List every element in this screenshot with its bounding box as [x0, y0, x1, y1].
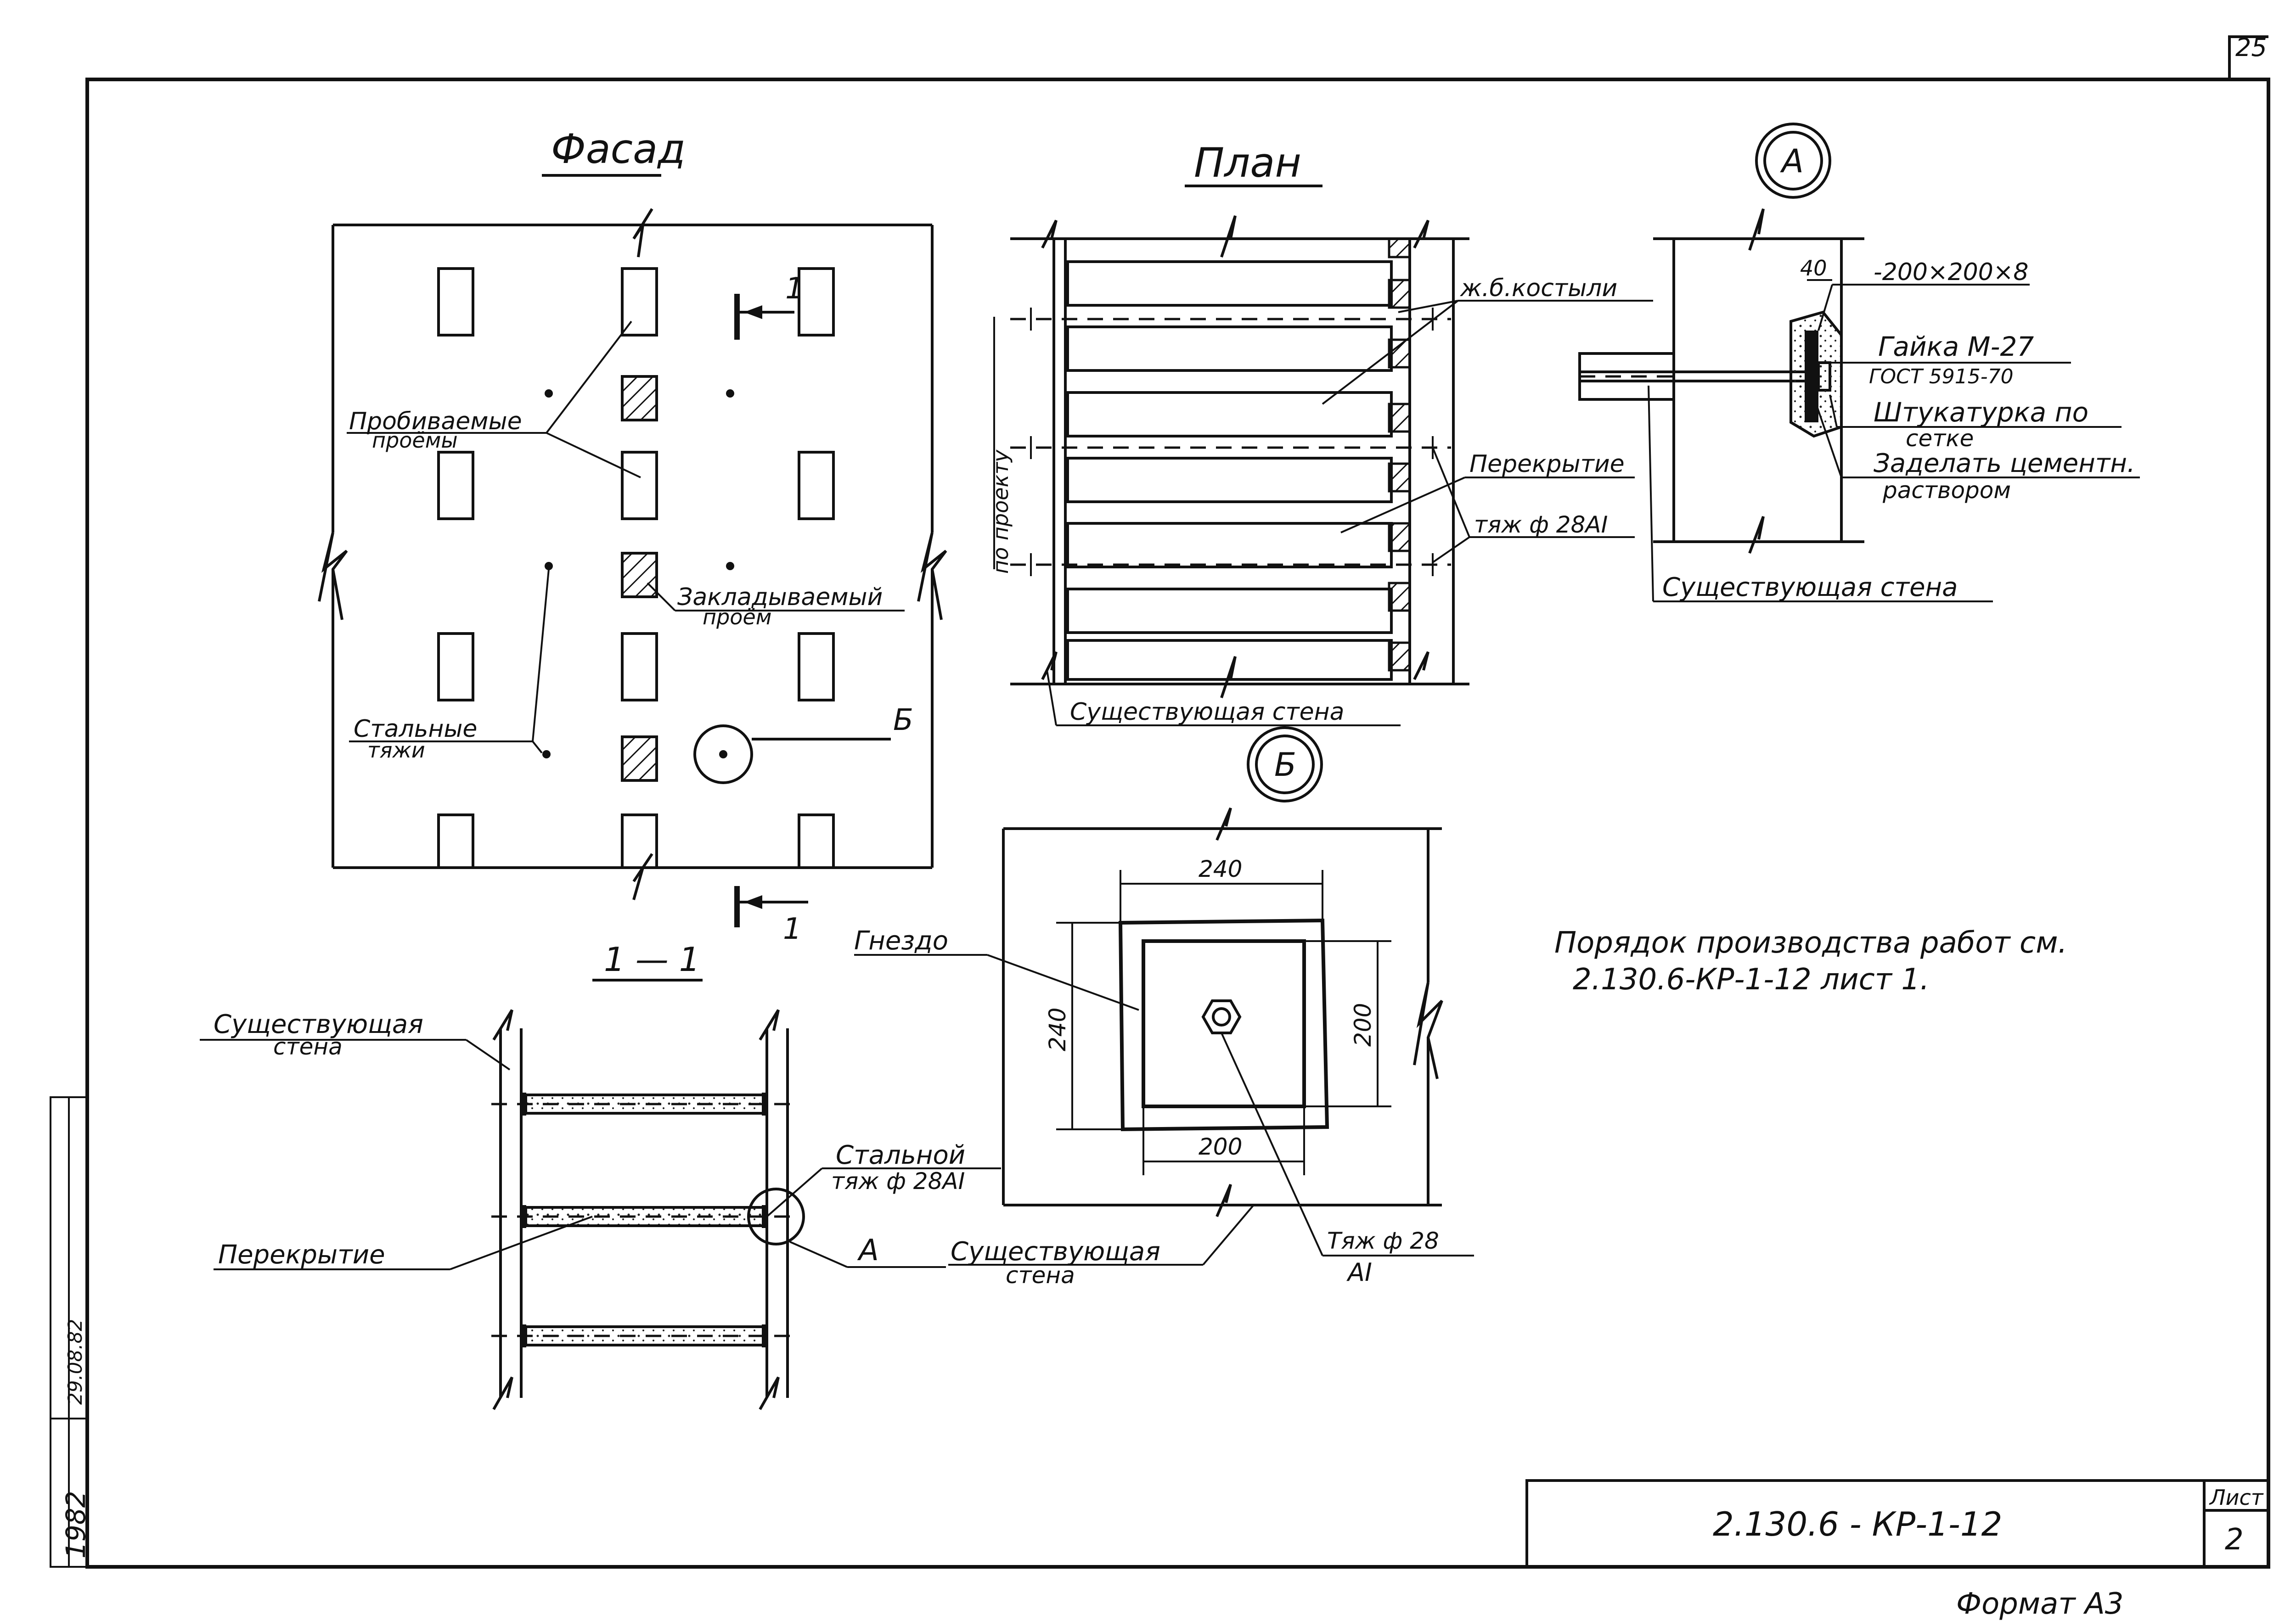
- label-seal: Заделать цементн.: [1874, 449, 2135, 478]
- label-detail-a-wall: Существующая стена: [1662, 572, 1958, 602]
- label-plaster-2: сетке: [1906, 425, 1974, 452]
- section-mark-top: 1: [734, 272, 804, 340]
- label-section-wall: Существующая: [214, 1010, 423, 1039]
- note-line-2: 2.130.6-КР-1-12 лист 1.: [1573, 963, 1929, 997]
- label-filled-opening-2: проём: [703, 605, 771, 629]
- facade-title: Фасад: [551, 125, 686, 173]
- label-steel-rods-2: тяжи: [367, 738, 425, 763]
- window: [798, 451, 835, 520]
- svg-text:1: 1: [783, 912, 802, 946]
- label-steel-rods: Стальные: [354, 715, 477, 743]
- drawing-code: 2.130.6 - КР-1-12: [1713, 1505, 2003, 1543]
- label-section-wall-2: стена: [273, 1033, 343, 1060]
- window: [798, 632, 835, 701]
- label-seal-2: раствором: [1882, 477, 2011, 504]
- window: [798, 813, 835, 869]
- general-note: Порядок производства работ см. 2.130.6-К…: [1554, 926, 2067, 997]
- label-nut: Гайка М-27: [1878, 331, 2034, 362]
- margin-note: 29.08.82: [64, 1319, 86, 1405]
- section-callout-a: А: [857, 1234, 879, 1268]
- section-floors: [491, 1093, 797, 1347]
- punched-opening: [621, 813, 658, 869]
- label-plan-wall: Существующая стена: [1070, 698, 1345, 726]
- section-title: 1 — 1: [604, 940, 700, 979]
- steel-rod-dot: [726, 562, 734, 570]
- window: [798, 267, 835, 337]
- facade-leaders: [347, 320, 905, 754]
- label-punched-openings: Пробиваемые: [349, 408, 522, 435]
- detail-a-marker: А: [1780, 142, 1804, 180]
- filled-opening: [621, 552, 658, 598]
- section-mark-bottom: 1: [734, 886, 808, 946]
- label-rod-b: Тяж ф 28: [1327, 1228, 1439, 1254]
- steel-rod-dot: [545, 389, 553, 398]
- plan-view: План: [988, 139, 1653, 726]
- svg-text:1: 1: [785, 272, 804, 306]
- callout-b-circle: [693, 724, 753, 784]
- dim-40: 40: [1800, 256, 1827, 280]
- dim-left-240: 240: [1044, 1008, 1071, 1051]
- label-nut-gost: ГОСТ 5915-70: [1869, 365, 2014, 388]
- label-section-rod-2: тяж ф 28АI: [831, 1168, 965, 1195]
- steel-rod-dot: [545, 562, 553, 570]
- label-socket: Гнездо: [854, 926, 948, 956]
- detail-a: А 40 -200×200×8 Гайка М-27 ГОСТ 5915-70 …: [1578, 123, 2140, 602]
- dim-top-240: 240: [1199, 856, 1242, 882]
- plan-brackets: [1388, 237, 1411, 672]
- label-filled-opening: Закладываемый: [677, 583, 883, 611]
- steel-rod-dot: [542, 750, 551, 758]
- page-number-corner: 25: [2235, 33, 2267, 62]
- window: [437, 267, 474, 337]
- window: [437, 632, 474, 701]
- label-section-floor: Перекрытие: [218, 1240, 385, 1270]
- punched-opening: [621, 632, 658, 701]
- plan-slabs: [1066, 260, 1393, 681]
- label-plaster: Штукатурка по: [1874, 397, 2088, 428]
- window: [437, 451, 474, 520]
- dim-right-200: 200: [1350, 1003, 1376, 1047]
- section-1-1: 1 — 1 А: [200, 940, 1001, 1410]
- steel-rod-dot: [726, 389, 734, 398]
- label-rod-b-2: АI: [1346, 1258, 1372, 1287]
- punched-opening: [621, 267, 658, 337]
- plan-tie-rods: [1010, 308, 1451, 576]
- list-label: Лист: [2209, 1485, 2264, 1510]
- label-plan-rod: тяж ф 28АI: [1474, 511, 1608, 538]
- label-punched-openings-2: проёмы: [372, 428, 458, 453]
- label-rc-brackets: ж.б.костыли: [1460, 275, 1617, 302]
- left-margin-strip: 1982 29.08.82: [50, 1096, 91, 1568]
- margin-year: 1982: [60, 1491, 91, 1559]
- label-plan-floor: Перекрытие: [1469, 450, 1625, 478]
- sheet-frame: [85, 78, 2270, 1569]
- filled-opening: [621, 375, 658, 421]
- facade-view: Фасад: [318, 125, 947, 946]
- steel-rod-dot: [719, 750, 727, 758]
- label-b-wall-2: стена: [1006, 1262, 1075, 1289]
- window: [437, 813, 474, 869]
- filled-opening: [621, 735, 658, 782]
- title-block: 2.130.6 - КР-1-12 Лист 2: [1525, 1479, 2270, 1568]
- label-plate: -200×200×8: [1874, 258, 2029, 286]
- dim-by-project: по проекту: [988, 449, 1013, 574]
- page-corner-box: 25: [2228, 33, 2268, 79]
- list-number: 2: [2225, 1523, 2244, 1557]
- label-b-wall: Существующая: [951, 1237, 1160, 1267]
- detail-b-marker: Б: [1274, 746, 1296, 784]
- plan-title: План: [1194, 139, 1301, 186]
- format-label: Формат А3: [1956, 1587, 2124, 1621]
- dim-bottom-200: 200: [1199, 1133, 1242, 1160]
- punched-opening: [621, 451, 658, 520]
- label-section-rod: Стальной: [836, 1140, 965, 1170]
- note-line-1: Порядок производства работ см.: [1554, 926, 2067, 960]
- facade-callout-b: Б: [893, 703, 913, 737]
- detail-b: Б 240 240 200 200: [854, 726, 1474, 1289]
